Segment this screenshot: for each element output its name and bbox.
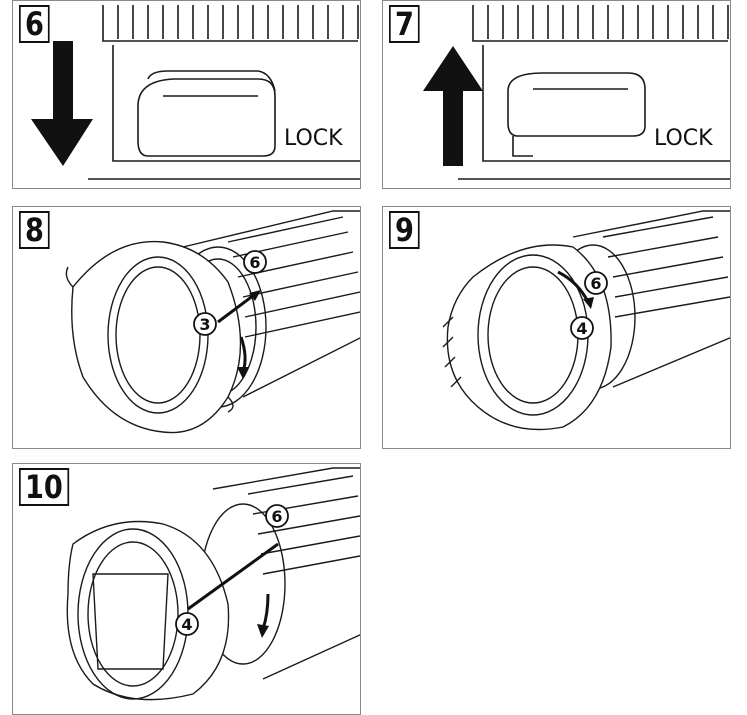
lock-switch-illustration: LOCK xyxy=(423,5,730,180)
lens-hood-attach-illustration: 6 3 xyxy=(65,210,360,434)
callout-3: 3 xyxy=(199,315,210,334)
step-number: 8 xyxy=(19,211,50,249)
up-arrow-icon xyxy=(423,46,483,166)
step-number: 10 xyxy=(19,468,69,506)
step-10-panel: 10 6 4 xyxy=(12,463,361,715)
lens-hood-lock-illustration: 6 4 xyxy=(442,210,730,431)
callout-4: 4 xyxy=(576,319,587,338)
step-number: 7 xyxy=(389,5,420,43)
step-9-panel: 9 6 4 xyxy=(382,206,731,449)
step-number: 9 xyxy=(389,211,420,249)
callout-4: 4 xyxy=(181,615,192,634)
callout-6: 6 xyxy=(249,253,260,272)
step-number: 6 xyxy=(19,5,50,43)
lock-label: LOCK xyxy=(284,126,343,151)
callout-6: 6 xyxy=(271,507,282,526)
step-8-panel: 8 6 3 xyxy=(12,206,361,449)
lens-hood-detach-illustration: 6 4 xyxy=(66,467,360,701)
alignment-arrow-icon xyxy=(217,290,259,324)
lock-label: LOCK xyxy=(654,126,713,151)
lock-switch-illustration: LOCK xyxy=(31,5,360,180)
detach-arrow-icon xyxy=(187,542,279,611)
down-arrow-icon xyxy=(31,41,93,166)
step-6-panel: 6 LOCK xyxy=(12,0,361,189)
step-7-panel: 7 LOCK xyxy=(382,0,731,189)
callout-6: 6 xyxy=(590,274,601,293)
